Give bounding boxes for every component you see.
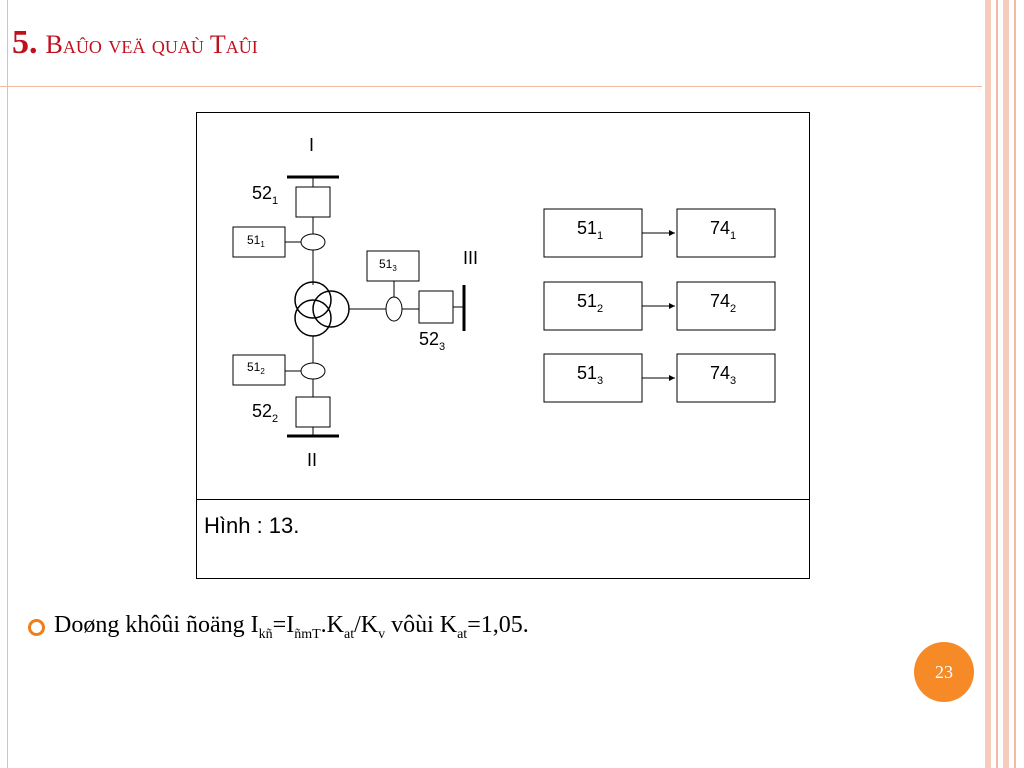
right-border-line-3	[1014, 0, 1016, 768]
breaker-52-1	[295, 186, 331, 218]
left-border-line	[7, 0, 8, 768]
bus-2-label: II	[307, 450, 317, 470]
logic-74-1-box	[676, 208, 776, 258]
slide-title: 5.Baûo veä quaù Taûi	[12, 24, 258, 62]
figure-caption: Hình : 13.	[204, 513, 300, 538]
breaker-52-3-label: 523	[419, 329, 445, 353]
ct-3	[385, 296, 403, 322]
ct-1	[300, 233, 326, 251]
bullet-item: Doøng khôûi ñoäng Ikñ=IñmT.Kat/Kv vôùi K…	[28, 610, 529, 644]
bus-3-label: III	[463, 248, 478, 268]
right-border-band	[985, 0, 991, 768]
logic-51-2-box	[543, 281, 643, 331]
logic-row-2: 512 742	[543, 281, 776, 331]
logic-51-3-label: 513	[577, 363, 603, 387]
relay-51-2-box	[232, 354, 286, 386]
breaker-52-1-label: 521	[252, 183, 278, 207]
relay-51-3-box	[366, 250, 420, 282]
logic-row-3: 513 743	[543, 353, 776, 403]
logic-74-3-box	[676, 353, 776, 403]
transformer-winding-1	[294, 281, 332, 319]
protection-diagram: I 521 511 513 III 523 512 522 II	[232, 135, 776, 470]
logic-51-1-label: 511	[577, 218, 603, 242]
right-border-line-1	[996, 0, 998, 768]
logic-51-2-label: 512	[577, 291, 603, 315]
bullet-ring-icon	[28, 618, 45, 636]
bullet-text: Doøng khôûi ñoäng Ikñ=IñmT.Kat/Kv vôùi K…	[54, 611, 529, 642]
bus-1-label: I	[309, 135, 314, 155]
relay-51-3-label: 513	[379, 257, 397, 273]
logic-51-3-box	[543, 353, 643, 403]
caption-row: Hình : 13.	[197, 499, 809, 579]
page-number-badge: 23	[914, 642, 974, 702]
relay-51-1-label: 511	[247, 233, 265, 249]
logic-1-arrowhead	[669, 230, 675, 236]
logic-3-arrowhead	[669, 375, 675, 381]
relay-51-1-box	[232, 226, 286, 258]
title-number: 5.	[12, 24, 38, 61]
title-text: Baûo veä quaù Taûi	[45, 30, 258, 59]
figure-frame: I 521 511 513 III 523 512 522 II	[196, 112, 810, 579]
breaker-52-2	[295, 396, 331, 428]
logic-74-2-box	[676, 281, 776, 331]
ct-2	[300, 362, 326, 380]
breaker-52-2-label: 522	[252, 401, 278, 425]
title-underline	[0, 86, 982, 87]
breaker-52-3	[418, 290, 454, 324]
logic-74-3-label: 743	[710, 363, 736, 387]
logic-row-1: 511 741	[543, 208, 776, 258]
logic-2-arrowhead	[669, 303, 675, 309]
relay-51-2-label: 512	[247, 360, 265, 376]
logic-51-1-box	[543, 208, 643, 258]
logic-74-1-label: 741	[710, 218, 736, 242]
right-border-line-2	[1003, 0, 1009, 768]
logic-74-2-label: 742	[710, 291, 736, 315]
